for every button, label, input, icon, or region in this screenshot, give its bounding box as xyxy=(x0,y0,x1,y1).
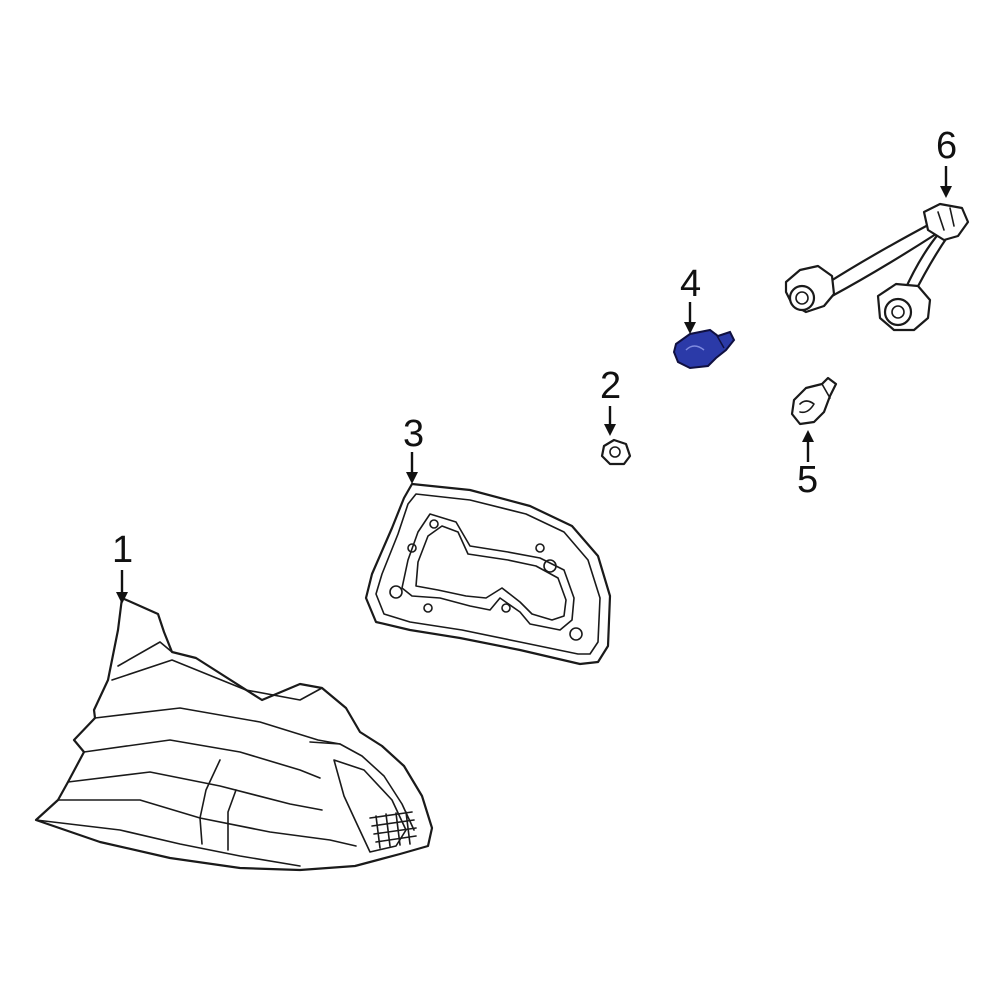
callout-2-number: 2 xyxy=(600,365,621,407)
part-4-bulb-highlighted[interactable] xyxy=(672,328,736,370)
callout-4[interactable]: 4 xyxy=(680,263,701,334)
callout-3-arrowhead xyxy=(406,472,418,484)
callout-1-arrowhead xyxy=(116,592,128,604)
part-3-gasket[interactable] xyxy=(364,482,612,666)
part-6-socket-harness[interactable] xyxy=(784,202,970,332)
callout-4-arrowhead xyxy=(684,322,696,334)
callout-2-arrowhead xyxy=(604,424,616,436)
callout-3-number: 3 xyxy=(403,413,424,455)
callout-5[interactable]: 5 xyxy=(797,430,818,501)
callout-4-number: 4 xyxy=(680,263,701,305)
callout-3[interactable]: 3 xyxy=(403,413,424,484)
part-1-tail-lamp[interactable] xyxy=(34,596,434,872)
callout-5-number: 5 xyxy=(797,459,818,501)
callout-6-number: 6 xyxy=(936,125,957,167)
callout-1[interactable]: 1 xyxy=(112,529,133,604)
callout-6[interactable]: 6 xyxy=(936,125,957,198)
part-2-nut[interactable] xyxy=(600,438,632,466)
callout-6-arrowhead xyxy=(940,186,952,198)
reflector-grid xyxy=(369,811,417,849)
callout-2[interactable]: 2 xyxy=(600,365,621,436)
callout-1-number: 1 xyxy=(112,529,133,571)
callout-5-arrowhead xyxy=(802,430,814,442)
part-5-bulb[interactable] xyxy=(790,376,838,426)
